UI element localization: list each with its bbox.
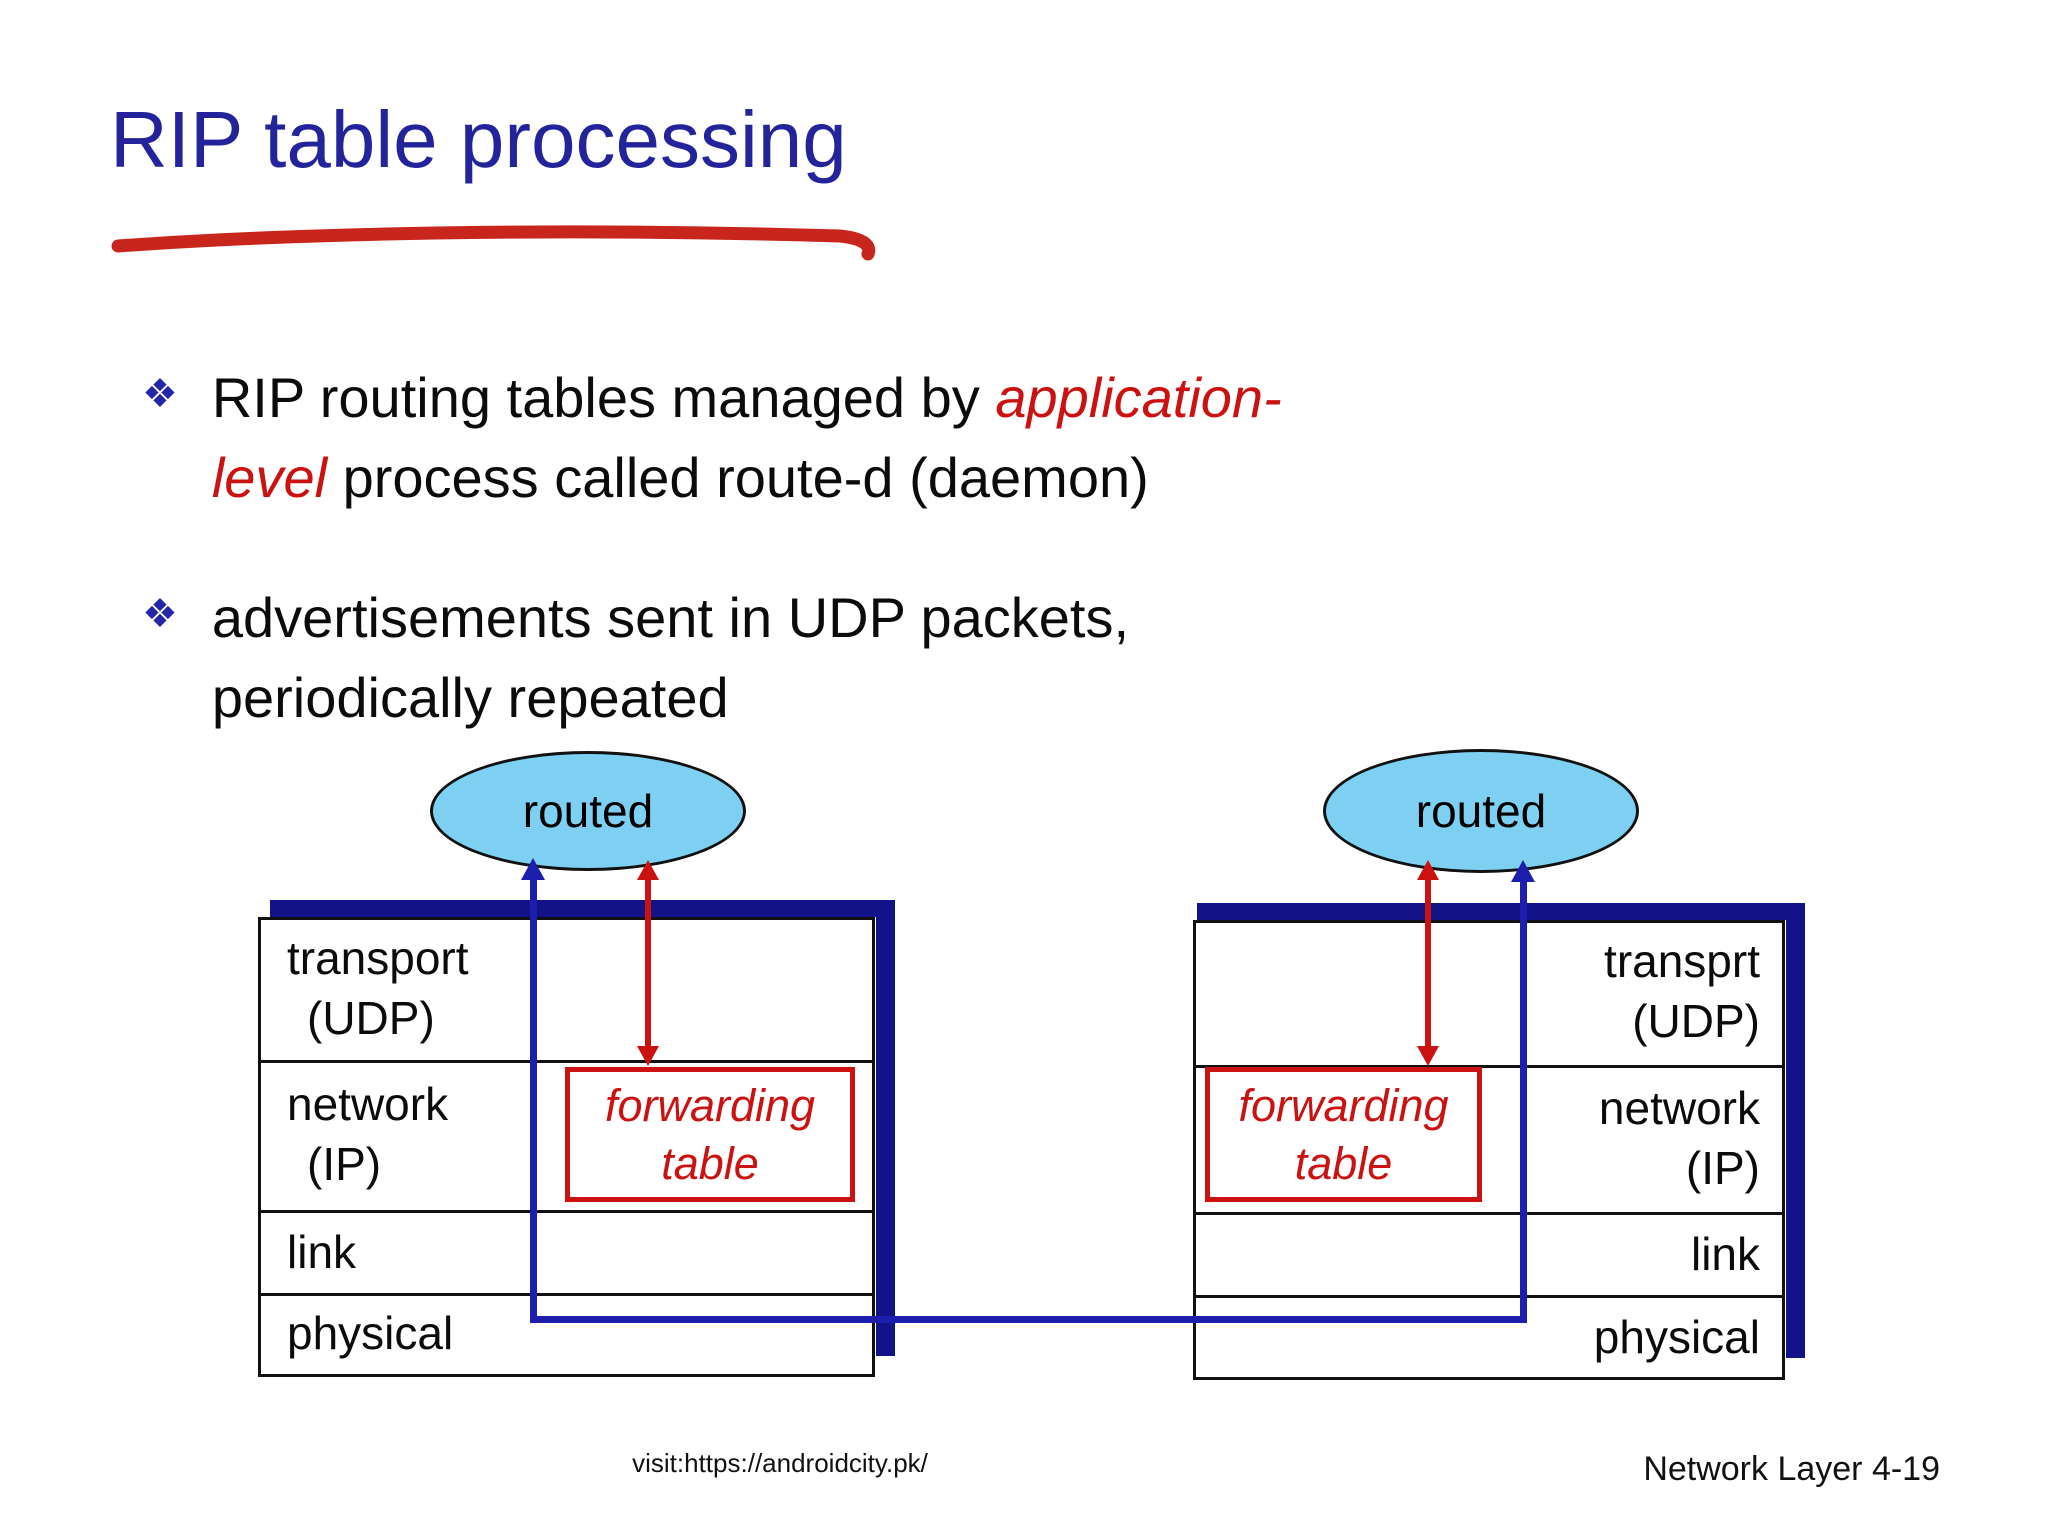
right-packet-path-line	[1520, 878, 1527, 1323]
footer-page-number: Network Layer 4-19	[1643, 1450, 1940, 1488]
left-red-arrowhead-up-icon	[637, 860, 659, 880]
left-layer-link: link	[287, 1226, 357, 1278]
left-stack-separator	[261, 1060, 872, 1063]
right-stack-separator	[1196, 1065, 1782, 1068]
left-forwarding-table-box: forwarding table	[565, 1067, 855, 1202]
bullet2-line1: advertisements sent in UDP packets,	[211, 586, 1130, 649]
right-layer-physical: physical	[1593, 1311, 1760, 1363]
right-layer-network: network (IP)	[1598, 1082, 1760, 1194]
title-underline-swoosh-icon	[111, 225, 876, 261]
left-layer-physical: physical	[287, 1307, 454, 1359]
right-forwarding-table-box: forwarding table	[1205, 1067, 1482, 1202]
footer-visit-link: visit:https://androidcity.pk/	[632, 1448, 928, 1478]
left-routed-process-ellipse: routed	[430, 751, 746, 871]
right-protocol-stack-box	[1193, 920, 1785, 1380]
left-stack-separator	[261, 1210, 872, 1213]
left-red-arrow-line	[645, 878, 651, 1050]
left-red-arrowhead-down-icon	[637, 1046, 659, 1066]
right-routed-process-ellipse: routed	[1323, 749, 1639, 873]
left-stack-shadow-top	[270, 900, 895, 917]
right-layer-link: link	[1690, 1228, 1760, 1280]
right-red-arrowhead-up-icon	[1417, 860, 1439, 880]
bullet2-text: advertisements sent in UDP packets, peri…	[212, 578, 1129, 738]
bullet1-text: RIP routing tables managed by applicatio…	[212, 358, 1282, 518]
bullet1-line2-emphasis: level	[211, 446, 328, 509]
bullet1-line1: RIP routing tables managed by applicatio…	[212, 358, 1282, 438]
right-stack-shadow-right	[1786, 903, 1805, 1358]
bullet1-line2-text: process called route-d (daemon)	[327, 446, 1149, 509]
left-layer-network: network (IP)	[287, 1078, 449, 1190]
bullet-item-2: ❖ advertisements sent in UDP packets, pe…	[142, 578, 1129, 738]
right-red-arrowhead-down-icon	[1417, 1046, 1439, 1066]
bullet-diamond-icon: ❖	[142, 372, 178, 416]
packet-path-horizontal-line	[530, 1316, 1527, 1323]
left-layer-transport: transport (UDP)	[287, 932, 469, 1044]
bullet1-line2: level process called route-d (daemon)	[212, 438, 1282, 518]
bullet2-line2: periodically repeated	[211, 666, 729, 729]
left-stack-separator	[261, 1293, 872, 1296]
right-red-arrow-line	[1425, 878, 1431, 1050]
right-stack-shadow-top	[1197, 903, 1805, 920]
left-blue-arrowhead-up-icon	[521, 858, 545, 880]
right-layer-transport: transprt (UDP)	[1604, 935, 1760, 1047]
right-blue-arrowhead-up-icon	[1511, 860, 1535, 882]
page-title: RIP table processing	[110, 95, 847, 184]
bullet1-line1-emphasis: application-	[995, 366, 1282, 429]
right-stack-separator	[1196, 1212, 1782, 1215]
bullet1-line1-text: RIP routing tables managed by	[211, 366, 996, 429]
bullet-item-1: ❖ RIP routing tables managed by applicat…	[142, 358, 1282, 518]
bullet-diamond-icon: ❖	[142, 592, 178, 636]
right-stack-separator	[1196, 1295, 1782, 1298]
left-packet-path-line	[530, 876, 537, 1323]
left-stack-shadow-right	[876, 900, 895, 1356]
